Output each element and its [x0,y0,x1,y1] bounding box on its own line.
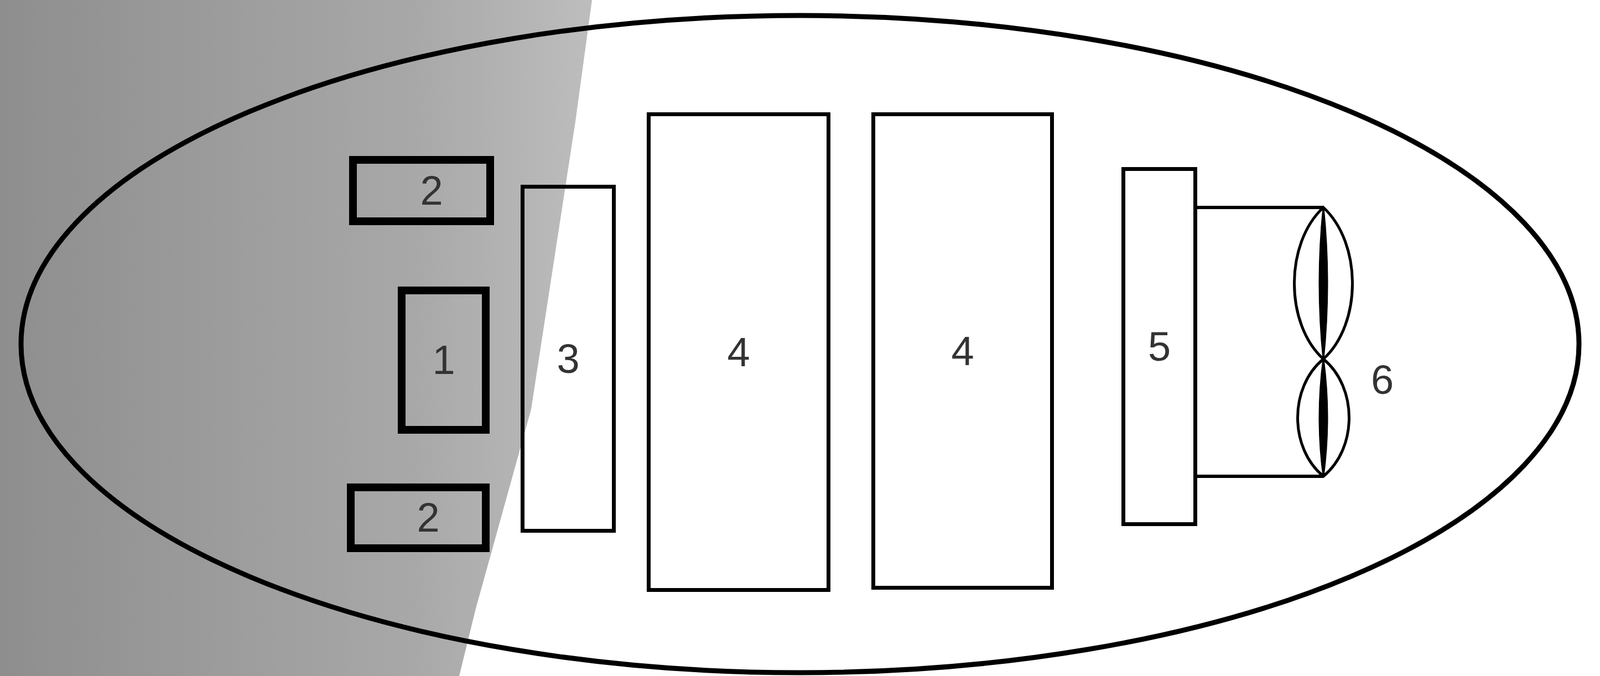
connector-line [1197,474,1324,479]
lens-core [1319,207,1328,477]
callout-number: 2 [416,497,440,539]
part-box: 2 [346,483,490,553]
callout-number: 6 [1370,359,1394,401]
part-box: 2 [349,156,495,226]
connector-line [1197,205,1324,210]
callout-number: 2 [419,170,443,212]
outline-ellipse [21,15,1579,673]
part-box: 4 [871,112,1054,590]
part-box: 5 [1121,167,1198,527]
part-box: 4 [646,112,831,592]
callout-number: 3 [556,338,580,380]
callout-number: 4 [726,331,750,373]
part-box: 1 [397,286,490,434]
radiograph-background [0,0,592,676]
callout-number: 1 [432,339,455,381]
part-box: 3 [520,184,616,533]
callout-number: 4 [951,330,974,372]
callout-number: 5 [1147,326,1171,368]
